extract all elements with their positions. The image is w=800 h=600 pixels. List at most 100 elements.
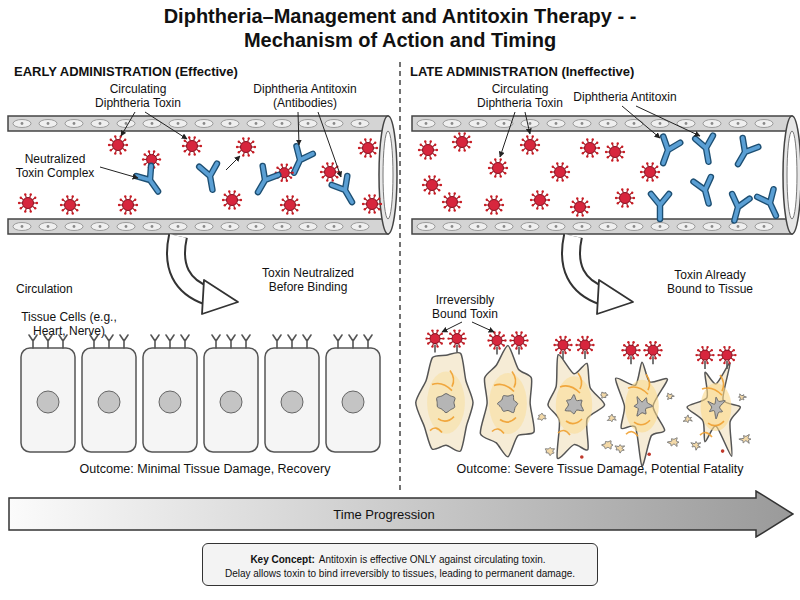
- toxin-spike-tip: [124, 149, 126, 151]
- leader-line: [100, 167, 138, 178]
- antibody-outline: [730, 138, 758, 169]
- toxin-receptor: [704, 361, 706, 369]
- endothelial-cell: [195, 223, 213, 231]
- callout-label: Tissue Cells (e.g., Heart, Nerve): [10, 310, 128, 339]
- toxin-spike-tip: [374, 152, 376, 154]
- cell-nucleus: [634, 397, 653, 416]
- vessel-lumen: [8, 131, 388, 219]
- toxin-receptor: [303, 335, 311, 348]
- toxin-spike-tip: [493, 347, 495, 349]
- toxin-spike-tip: [633, 197, 635, 199]
- toxin-body: [620, 193, 631, 204]
- toxin-spike-tip: [532, 152, 534, 154]
- toxin-spike-tip: [188, 153, 190, 155]
- toxin-spike-tip: [734, 354, 736, 356]
- toxin-spike-tip: [322, 176, 324, 178]
- toxin-body: [514, 336, 524, 346]
- toxin-spike-tip: [436, 345, 438, 347]
- toxin-spike-tip: [194, 136, 196, 138]
- toxin-body: [575, 202, 586, 213]
- toxin-spike-tip: [182, 145, 184, 147]
- toxin-spike-tip: [368, 194, 370, 196]
- vessel-opening-inner: [383, 131, 393, 219]
- endothelial-nucleus: [711, 225, 714, 228]
- toxin-spike-tip: [66, 212, 68, 214]
- toxin-spike-tip: [582, 197, 584, 199]
- diphtheria-toxin: [422, 175, 442, 194]
- toxin-spike-tip: [18, 202, 20, 204]
- toxin-spike-tip: [240, 199, 242, 201]
- toxin-spike-tip: [504, 339, 506, 341]
- endothelial-nucleus: [685, 225, 688, 228]
- toxin-spike-tip: [621, 349, 623, 351]
- healthy-tissue-cell: [21, 348, 75, 452]
- toxin-receptor: [726, 361, 728, 369]
- endothelial-cell: [273, 223, 291, 231]
- toxin-spike-tip: [490, 172, 492, 174]
- endothelial-nucleus: [607, 225, 610, 228]
- toxin-spike-tip: [530, 199, 532, 201]
- endothelial-nucleus: [151, 225, 154, 228]
- toxin-spike-tip: [617, 159, 619, 161]
- endothelial-nucleus: [125, 122, 128, 125]
- toxin-spike-tip: [646, 179, 648, 181]
- toxin-spike-tip: [576, 214, 578, 216]
- cell-fragment: [545, 447, 554, 455]
- toxin-spike-tip: [515, 347, 517, 349]
- damaged-tissue-cell: [416, 352, 473, 451]
- toxin-spike-tip: [484, 204, 486, 206]
- toxin-spike-tip: [719, 359, 721, 361]
- toxin-spike-tip: [290, 167, 292, 169]
- leader-line: [472, 322, 494, 332]
- toxin-spike-tip: [326, 179, 328, 181]
- endothelial-nucleus: [151, 122, 154, 125]
- toxin-spike-tip: [586, 138, 588, 140]
- diphtheria-toxin: [487, 331, 506, 349]
- toxin-spike-tip: [515, 331, 517, 333]
- toxin-spike-tip: [436, 329, 438, 331]
- diphtheria-toxin: [236, 137, 256, 156]
- toxin-body: [363, 143, 374, 154]
- toxin-spike-tip: [286, 212, 288, 214]
- toxin-spike-tip: [615, 197, 617, 199]
- toxin-spike-tip: [378, 198, 380, 200]
- cell-fragment: [666, 393, 674, 399]
- toxin-spike-tip: [188, 136, 190, 138]
- toxin-spike-tip: [374, 211, 376, 213]
- damage-streak: [628, 387, 648, 394]
- leader-line: [525, 112, 530, 134]
- damage-streak: [646, 374, 650, 390]
- endothelial-nucleus: [333, 225, 336, 228]
- toxin-spike-tip: [503, 344, 505, 346]
- diphtheria-toxin: [717, 346, 736, 364]
- endothelial-cell: [117, 120, 135, 128]
- endothelial-nucleus: [451, 225, 454, 228]
- toxin-spike-tip: [336, 176, 338, 178]
- toxin-spike-tip: [290, 176, 292, 178]
- endothelial-nucleus: [477, 225, 480, 228]
- leader-line: [442, 322, 462, 332]
- toxin-spike-tip: [448, 192, 450, 194]
- toxin-spike-tip: [656, 166, 658, 168]
- toxin-spike-tip: [72, 212, 74, 214]
- toxin-spike-tip: [522, 139, 524, 141]
- toxin-spike-tip: [617, 202, 619, 204]
- toxin-spike-tip: [660, 349, 662, 351]
- damage-streak: [438, 417, 454, 422]
- cell-nucleus: [220, 391, 242, 413]
- cell-nucleus: [98, 391, 120, 413]
- endothelial-cell: [143, 223, 161, 231]
- toxin-spike-tip: [621, 156, 623, 158]
- toxic-damage-glow: [489, 373, 527, 434]
- toxin-spike-tip: [645, 344, 647, 346]
- toxin-spike-tip: [642, 166, 644, 168]
- damage-streak: [700, 433, 712, 438]
- cell-debris: [647, 452, 651, 456]
- toxin-spike-tip: [424, 157, 426, 159]
- toxin-spike-tip: [470, 141, 472, 143]
- toxin-spike-tip: [621, 146, 623, 148]
- toxin-spike-tip: [24, 193, 26, 195]
- flow-arrow-head: [597, 280, 633, 314]
- toxin-spike-tip: [420, 144, 422, 146]
- toxin-spike-tip: [576, 197, 578, 199]
